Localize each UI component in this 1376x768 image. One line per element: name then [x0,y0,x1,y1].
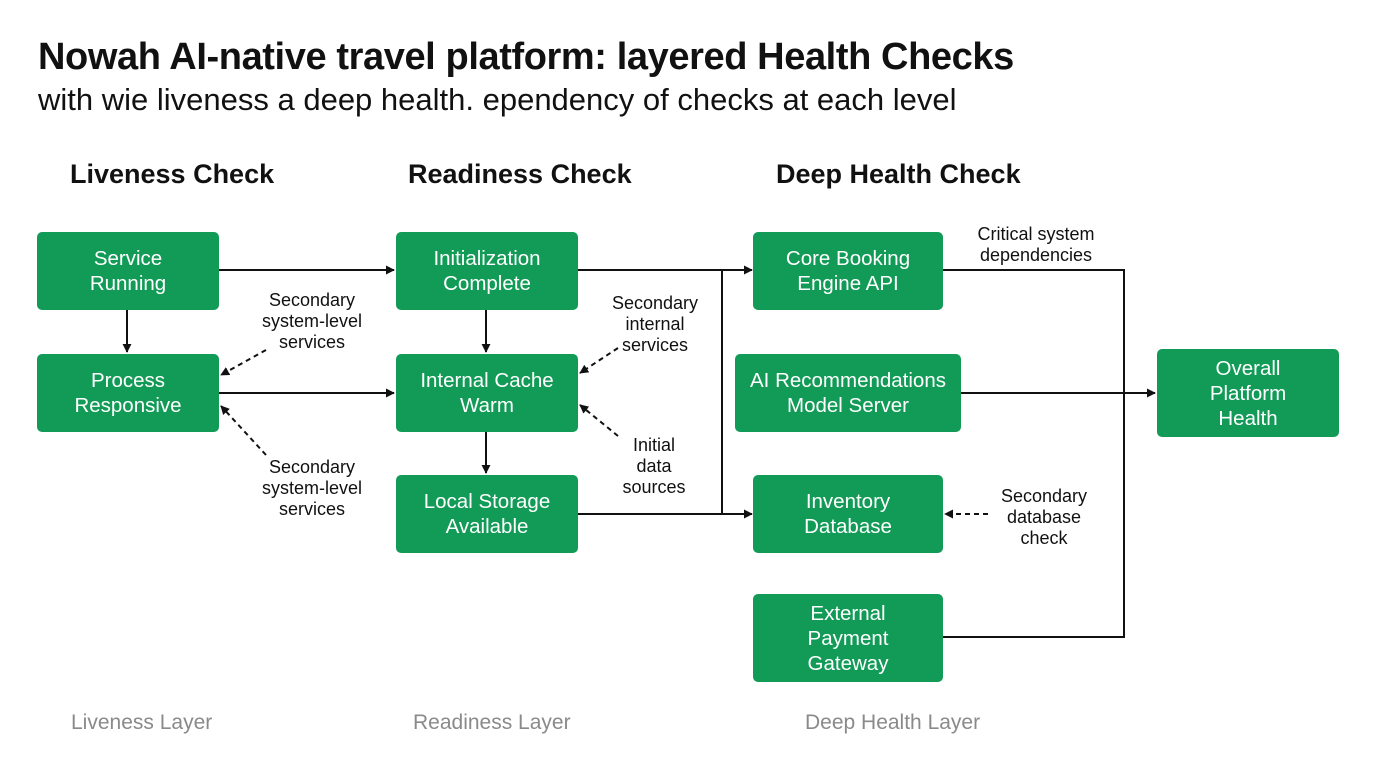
link-core-booking-to-bus [943,269,1125,638]
dashed-link-secondary-system-1 [220,349,267,376]
column-heading-deep-health: Deep Health Check [776,159,1021,189]
dashed-link-secondary-system-2 [220,405,267,456]
dashed-link-secondary-internal [579,347,619,374]
dashed-link-initial-data [579,404,619,437]
column-heading-readiness: Readiness Check [408,159,632,189]
diagram-subtitle: with wie liveness a deep health. ependen… [38,82,957,117]
column-heading-liveness: Liveness Check [70,159,275,189]
layer-label-readiness: Readiness Layer [413,711,571,734]
layer-label-liveness: Liveness Layer [71,711,213,734]
layer-label-deep-health: Deep Health Layer [805,711,981,734]
diagram-title: Nowah AI-native travel platform: layered… [38,36,1014,78]
